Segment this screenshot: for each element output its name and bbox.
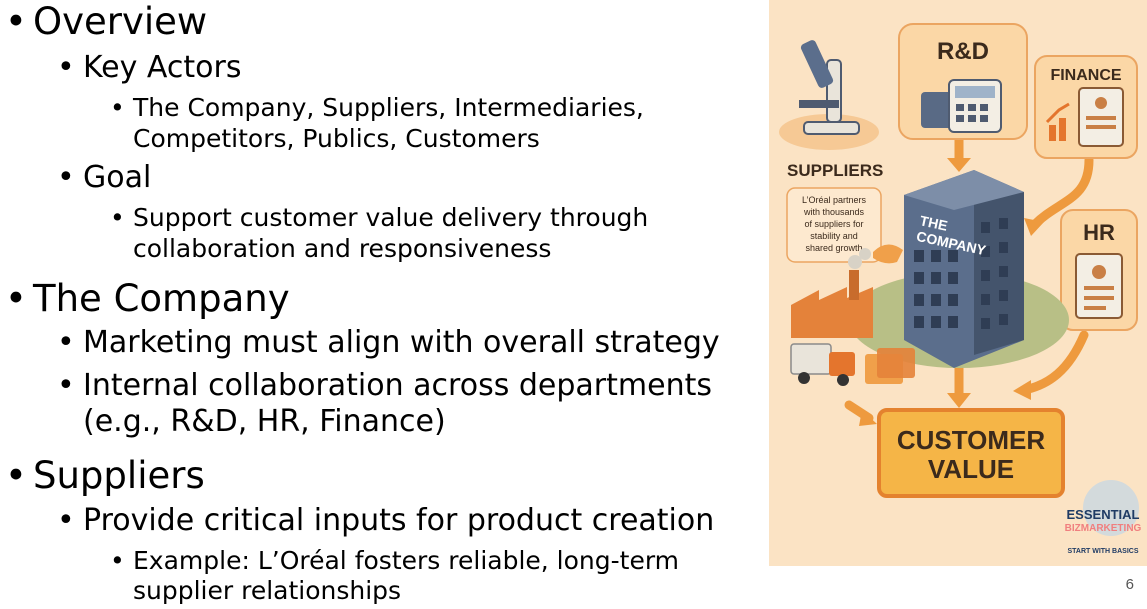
bullet-level-1: •Overview	[5, 0, 208, 43]
suppliers-label: SUPPLIERS	[787, 161, 883, 180]
svg-text:START WITH BASICS: START WITH BASICS	[1067, 548, 1138, 555]
bullet-text: The Company, Suppliers, Intermediaries,	[133, 93, 644, 122]
bullet-dot: •	[5, 454, 27, 497]
bullet-dot: •	[57, 160, 75, 195]
bullet-text: The Company	[33, 277, 290, 320]
illustration: R&D FINANCE HR SUPP	[769, 0, 1147, 566]
bullet-text: collaboration and responsiveness	[133, 234, 552, 263]
bullet-level-3: • Example: L’Oréal fosters reliable, long…	[110, 546, 680, 575]
bullet-level-2: •Key Actors	[57, 50, 242, 85]
bullet-text: Example: L’Oréal fosters reliable, long-…	[133, 546, 680, 575]
page-number: 6	[1125, 576, 1134, 593]
bullet-dot: •	[110, 93, 125, 122]
bullet-text: Internal collaboration across department…	[83, 368, 712, 403]
bullet-text: Suppliers	[33, 454, 205, 497]
bullet-dot: •	[5, 0, 27, 43]
bullet-dot: •	[110, 546, 125, 575]
bullet-text: Key Actors	[83, 50, 242, 85]
rd-label: R&D	[937, 38, 989, 65]
bullet-dot: •	[110, 203, 125, 232]
finance-label: FINANCE	[1050, 67, 1121, 84]
rd-card: R&D	[898, 23, 1028, 140]
svg-text:ESSENTIAL: ESSENTIAL	[1067, 507, 1140, 522]
bullet-level-3: • The Company, Suppliers, Intermediaries,	[110, 93, 644, 122]
bullet-text: Goal	[83, 160, 152, 195]
bullet-text: Competitors, Publics, Customers	[133, 124, 540, 153]
handshake-icon	[873, 244, 903, 264]
bullet-text: Marketing must align with overall strate…	[83, 325, 720, 360]
bullet-level-2: •Marketing must align with overall strat…	[57, 325, 720, 360]
bullet-text: (e.g., R&D, HR, Finance)	[83, 404, 446, 439]
bullet-dot: •	[57, 325, 75, 360]
hr-label: HR	[1083, 220, 1115, 245]
bullet-dot: •	[57, 368, 75, 403]
bullet-level-3: • Support customer value delivery through	[110, 203, 649, 232]
truck-icon	[790, 343, 855, 386]
cargo-icon	[865, 348, 915, 384]
bullet-level-2: •Provide critical inputs for product cre…	[57, 503, 715, 538]
bullet-text: Provide critical inputs for product crea…	[83, 503, 715, 538]
bullet-level-1: •The Company	[5, 277, 290, 320]
bullet-text: Overview	[33, 0, 208, 43]
microscope-icon	[779, 40, 879, 150]
svg-text:BIZMARKETING: BIZMARKETING	[1065, 523, 1142, 534]
bullet-text: Support customer value delivery through	[133, 203, 649, 232]
arrow-heads	[859, 158, 1044, 426]
bullet-level-2: •Goal	[57, 160, 152, 195]
bullet-level-3: Competitors, Publics, Customers	[133, 124, 540, 153]
bullet-dot: •	[57, 50, 75, 85]
bullet-text: supplier relationships	[133, 576, 402, 605]
company-building: THECOMPANY	[904, 170, 1024, 368]
bullet-level-2: (e.g., R&D, HR, Finance)	[83, 404, 446, 439]
bullet-dot: •	[57, 503, 75, 538]
bullet-level-3: supplier relationships	[133, 576, 401, 605]
hr-card: HR	[1060, 209, 1138, 331]
bullet-level-1: •Suppliers	[5, 454, 205, 497]
bullet-dot: •	[5, 277, 27, 320]
brand-logo: ESSENTIAL BIZMARKETING START WITH BASICS	[1065, 480, 1142, 555]
bullet-level-3: collaboration and responsiveness	[133, 234, 551, 263]
finance-card: FINANCE	[1034, 55, 1138, 159]
factory-icon	[791, 248, 873, 338]
bullet-level-2: •Internal collaboration across departmen…	[57, 368, 712, 403]
